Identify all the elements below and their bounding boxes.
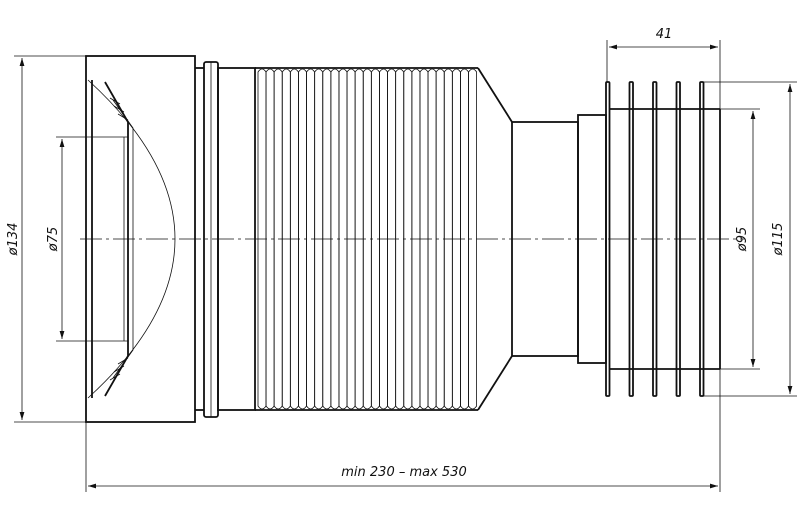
outlet-fin [628, 81, 634, 397]
sealing-ring [195, 61, 256, 418]
outlet-fins [605, 81, 705, 397]
label-fin-length: 41 [656, 27, 673, 42]
label-length-range: min 230 – max 530 [341, 465, 467, 480]
label-outlet-inner: ø95 [735, 227, 750, 253]
dimension-fin-length: 41 [606, 27, 721, 109]
dimension-inner-diameter: ø75 [46, 136, 128, 342]
outlet-fin [605, 81, 611, 397]
label-inner-diameter: ø75 [46, 227, 61, 253]
inlet-cuff [85, 55, 196, 423]
dimension-outer-diameter: ø134 [6, 55, 86, 423]
outlet-fin [652, 81, 658, 397]
outlet-fin [675, 81, 681, 397]
label-outlet-fins: ø115 [771, 223, 786, 257]
outlet-fin [699, 81, 705, 397]
dimension-length: min 230 – max 530 [85, 369, 721, 492]
dimension-outlet-fins: ø115 [703, 81, 797, 397]
dimension-outlet-inner: ø95 [720, 108, 760, 370]
corrugated-bellows [255, 67, 513, 411]
outlet-pipe [511, 108, 721, 370]
label-outer-diameter: ø134 [6, 223, 21, 257]
bellows-rib [468, 68, 477, 410]
